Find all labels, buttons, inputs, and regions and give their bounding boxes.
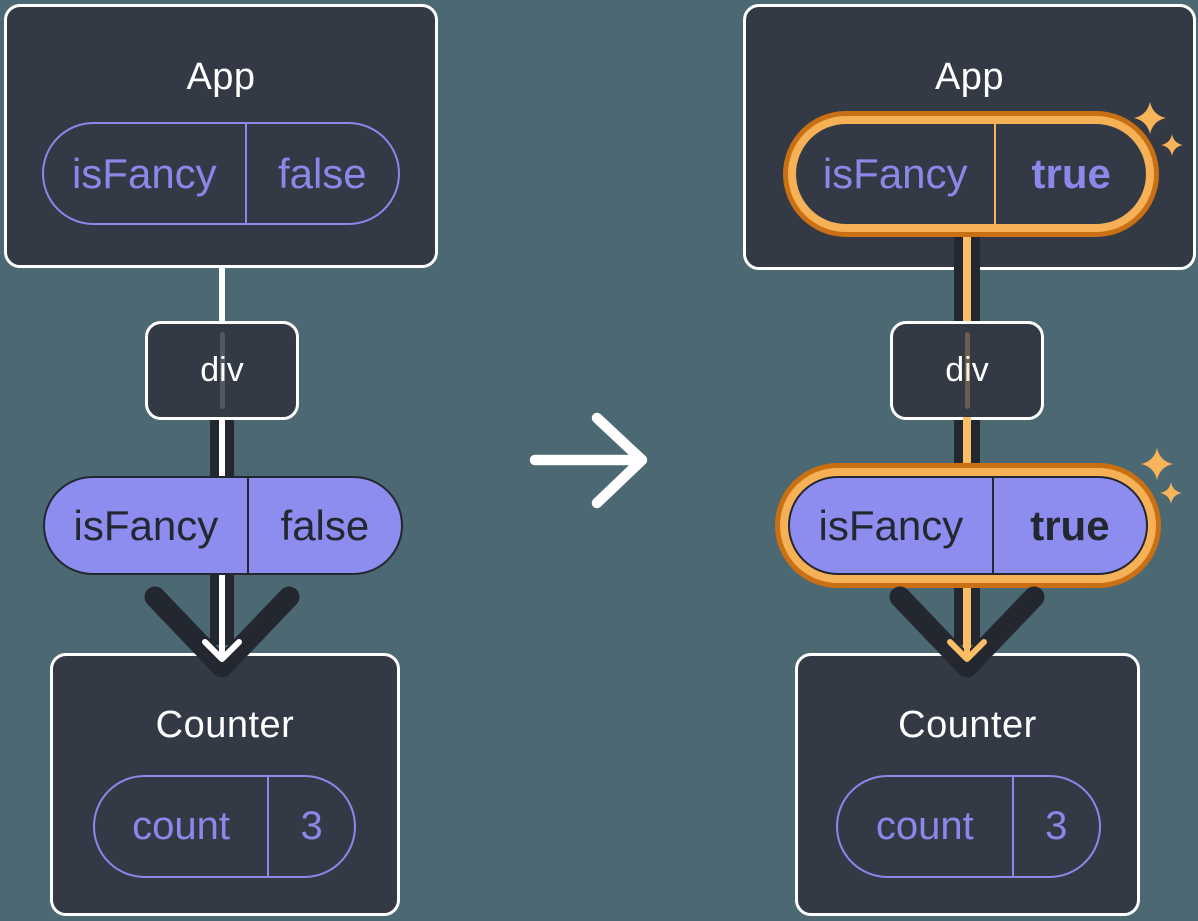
state-key: count [838,777,1014,876]
prop-key: isFancy [796,124,997,224]
arrow-down-icon [144,586,300,678]
div-label: div [200,351,244,389]
arrow-down-icon [889,586,1045,678]
sparkles-icon [1134,102,1183,156]
state-value: 3 [300,804,323,848]
prop-value: false [280,501,370,549]
prop-value: true [1030,501,1110,549]
arrow-right-icon [529,412,648,509]
counter-title: Counter [155,704,295,746]
edge-ghost-line [964,332,970,409]
div-label: div [945,351,989,389]
state-pill-right: count 3 [836,775,1101,878]
state-value: 3 [1045,804,1068,848]
app-title: App [934,56,1005,98]
edge-app-to-div-left [219,265,225,325]
counter-card-left: Counter count 3 [50,653,400,916]
edge-ghost-line [219,332,225,409]
app-prop-pill-right: isFancy true [796,124,1146,224]
prop-key: isFancy [45,478,249,573]
prop-value: false [277,149,367,197]
prop-value: true [1031,150,1111,197]
div-node-left: div [145,321,299,420]
counter-title: Counter [898,704,1037,746]
prop-key: isFancy [790,478,994,573]
edge-core-right [963,228,971,326]
passed-prop-pill-right: isFancy true [788,476,1148,575]
prop-key: isFancy [44,124,247,223]
state-pill-left: count 3 [93,775,356,878]
sparkles-icon [1141,448,1182,504]
passed-prop-pill-left: isFancy false [43,476,403,575]
counter-card-right: Counter count 3 [795,653,1140,916]
app-title: App [186,56,256,98]
app-prop-pill-left: isFancy false [42,122,400,225]
div-node-right: div [890,321,1044,420]
state-key: count [95,777,270,876]
